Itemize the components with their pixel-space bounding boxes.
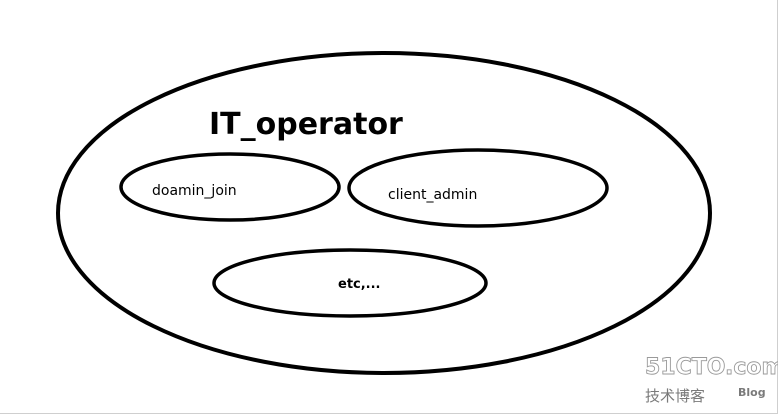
it-operator-title: IT_operator — [209, 107, 403, 142]
watermark-blog-text: Blog — [738, 386, 766, 399]
client-admin-ellipse — [347, 148, 609, 228]
it-operator-group-ellipse — [56, 51, 712, 375]
etc-label: etc,... — [338, 277, 381, 292]
watermark-site-text: 51CTO.com — [645, 355, 778, 380]
domain-join-label: doamin_join — [152, 183, 237, 199]
domain-join-ellipse — [119, 152, 341, 222]
watermark-subtitle-text: 技术博客 — [645, 387, 705, 405]
site-watermark: 51CTO.com 技术博客 Blog — [645, 355, 778, 405]
etc-ellipse — [212, 248, 488, 318]
client-admin-label: client_admin — [388, 187, 477, 203]
